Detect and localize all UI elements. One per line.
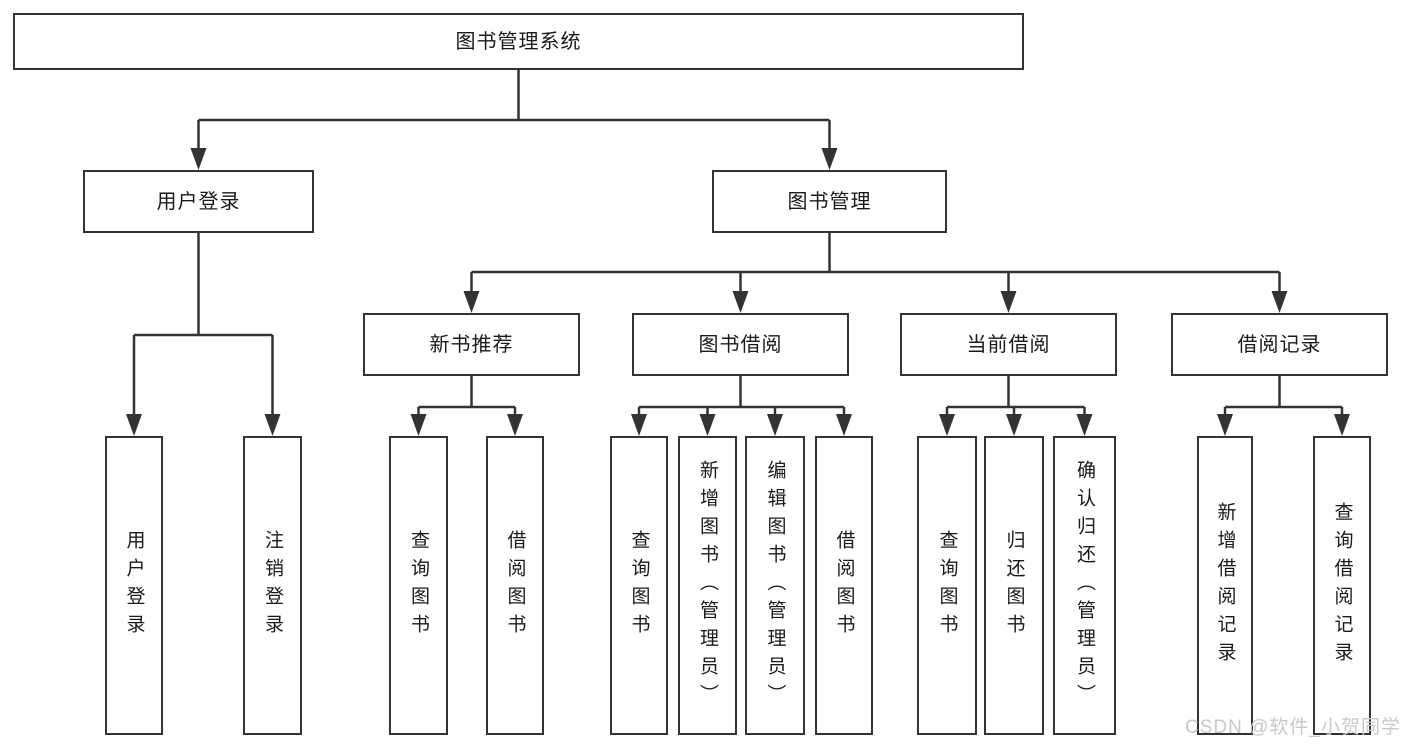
arrowhead xyxy=(767,414,783,436)
leaf-bb-edit-books-admin-label: 编辑图书（管理员） xyxy=(764,459,786,712)
arrowhead xyxy=(1076,414,1093,436)
arrowhead xyxy=(410,414,427,436)
arrowhead xyxy=(1217,414,1233,436)
arrowhead xyxy=(126,414,142,436)
arrowhead xyxy=(1271,291,1288,313)
leaf-cb-confirm-return-admin: 确认归还（管理员） xyxy=(1053,436,1116,735)
leaf-user-login: 用户登录 xyxy=(105,436,163,735)
arrowheads xyxy=(126,148,1350,436)
leaf-rec-borrow-books-label: 借阅图书 xyxy=(504,529,526,642)
node-user-login: 用户登录 xyxy=(83,170,314,233)
leaf-rec-query-books-label: 查询图书 xyxy=(408,529,429,642)
arrowhead xyxy=(821,148,838,170)
connector-root-to-level2 xyxy=(197,70,831,150)
arrowhead xyxy=(699,414,716,436)
arrowhead xyxy=(1006,414,1022,436)
node-new-book-rec: 新书推荐 xyxy=(363,313,580,376)
node-current-borrow: 当前借阅 xyxy=(900,313,1117,376)
arrowhead xyxy=(939,414,955,436)
leaf-cb-return-books-label: 归还图书 xyxy=(1003,529,1025,642)
leaf-br-add-record-label: 新增借阅记录 xyxy=(1214,501,1236,670)
csdn-watermark: CSDN @软件_小贺同学 xyxy=(1185,717,1401,738)
arrowhead xyxy=(264,414,281,436)
node-book-mgmt-label: 图书管理 xyxy=(787,190,872,213)
connector-lines xyxy=(132,70,1344,416)
leaf-br-query-record: 查询借阅记录 xyxy=(1313,436,1371,735)
leaf-br-query-record-label: 查询借阅记录 xyxy=(1331,501,1353,670)
leaf-bb-add-books-admin: 新增图书（管理员） xyxy=(678,436,737,735)
leaf-cb-return-books: 归还图书 xyxy=(984,436,1044,735)
node-new-book-rec-label: 新书推荐 xyxy=(429,333,514,356)
arrowhead xyxy=(732,291,749,313)
connector-book-borrow-to-leaves xyxy=(637,376,846,416)
leaf-bb-query-books-label: 查询图书 xyxy=(628,529,650,642)
node-borrow-records: 借阅记录 xyxy=(1171,313,1388,376)
leaf-br-add-record: 新增借阅记录 xyxy=(1197,436,1253,735)
leaf-bb-borrow-books: 借阅图书 xyxy=(815,436,873,735)
connector-current-borrow-to-leaves xyxy=(945,376,1086,416)
node-book-borrow-label: 图书借阅 xyxy=(698,333,783,356)
arrowhead xyxy=(1334,414,1350,436)
leaf-cb-query-books: 查询图书 xyxy=(917,436,977,735)
leaf-rec-borrow-books: 借阅图书 xyxy=(486,436,544,735)
leaf-bb-edit-books-admin: 编辑图书（管理员） xyxy=(745,436,805,735)
leaf-user-login-label: 用户登录 xyxy=(123,529,145,642)
leaf-bb-add-books-admin-label: 新增图书（管理员） xyxy=(697,459,718,712)
node-root: 图书管理系统 xyxy=(13,13,1024,70)
arrowhead xyxy=(190,148,207,170)
node-borrow-records-label: 借阅记录 xyxy=(1237,333,1322,356)
leaf-logout-label: 注销登录 xyxy=(262,529,283,642)
leaf-cb-confirm-return-admin-label: 确认归还（管理员） xyxy=(1074,459,1095,712)
arrowhead xyxy=(463,291,480,313)
node-book-mgmt: 图书管理 xyxy=(712,170,947,233)
node-user-login-label: 用户登录 xyxy=(156,190,241,213)
connector-new-book-rec-to-leaves xyxy=(417,376,517,416)
leaf-bb-query-books: 查询图书 xyxy=(610,436,668,735)
arrowhead xyxy=(1000,291,1017,313)
arrowhead xyxy=(836,414,852,436)
arrowhead xyxy=(507,414,523,436)
arrowhead xyxy=(631,414,647,436)
connector-book-mgmt-to-level3 xyxy=(470,233,1281,293)
node-book-borrow: 图书借阅 xyxy=(632,313,849,376)
leaf-bb-borrow-books-label: 借阅图书 xyxy=(833,529,855,642)
connector-user-login-to-leaves xyxy=(132,233,274,416)
leaf-logout: 注销登录 xyxy=(243,436,302,735)
connector-borrow-records-to-leaves xyxy=(1223,376,1344,416)
node-current-borrow-label: 当前借阅 xyxy=(966,333,1051,356)
node-root-label: 图书管理系统 xyxy=(455,30,582,53)
leaf-rec-query-books: 查询图书 xyxy=(389,436,448,735)
leaf-cb-query-books-label: 查询图书 xyxy=(936,529,958,642)
